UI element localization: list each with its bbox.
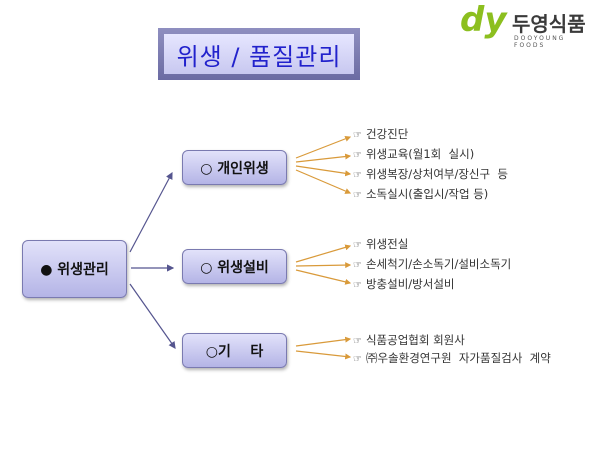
- page-title: 위생 / 품질관리: [158, 28, 360, 80]
- list-item: ☞위생전실: [353, 236, 408, 252]
- list-item: ☞방충설비/방서설비: [353, 276, 454, 292]
- logo-mark: dy: [460, 0, 507, 40]
- list-item: ☞위생교육(월1회 실시): [353, 146, 474, 162]
- root-node: ● 위생관리: [22, 240, 127, 298]
- pointing-hand-icon: ☞: [353, 190, 362, 201]
- item-text: 방충설비/방서설비: [365, 277, 455, 291]
- logo-subtitle: DOOYOUNG FOODS: [514, 35, 566, 49]
- item-text: 위생전실: [365, 237, 409, 251]
- pointing-hand-icon: ☞: [353, 240, 362, 251]
- pointing-hand-icon: ☞: [353, 354, 362, 365]
- item-text: 소독실시(출입시/작업 등): [365, 187, 489, 201]
- list-item: ☞손세척기/손소독기/설비소독기: [353, 256, 511, 272]
- branch-personal-hygiene: ○ 개인위생: [182, 150, 287, 185]
- page-title-text: 위생 / 품질관리: [164, 34, 354, 74]
- item-text: 위생복장/상처여부/장신구 등: [365, 167, 508, 181]
- list-item: ☞소독실시(출입시/작업 등): [353, 186, 488, 202]
- pointing-hand-icon: ☞: [353, 170, 362, 181]
- pointing-hand-icon: ☞: [353, 130, 362, 141]
- pointing-hand-icon: ☞: [353, 336, 362, 347]
- item-text: ㈜우솔환경연구원 자가품질검사 계약: [365, 351, 551, 365]
- list-item: ☞위생복장/상처여부/장신구 등: [353, 166, 508, 182]
- pointing-hand-icon: ☞: [353, 150, 362, 161]
- arrow-to-other: [129, 283, 176, 349]
- item-text: 손세척기/손소독기/설비소독기: [365, 257, 512, 271]
- branch-hygiene-facility: ○ 위생설비: [182, 249, 287, 284]
- pointing-hand-icon: ☞: [353, 280, 362, 291]
- item-text: 위생교육(월1회 실시): [365, 147, 475, 161]
- logo-name: 두영식품: [512, 12, 586, 36]
- list-item: ☞건강진단: [353, 126, 408, 142]
- item-text: 식품공업협회 회원사: [365, 333, 465, 347]
- branch-other: ○기 타: [182, 333, 287, 368]
- list-item: ☞식품공업협회 회원사: [353, 332, 465, 348]
- pointing-hand-icon: ☞: [353, 260, 362, 271]
- company-logo: dy 두영식품 DOOYOUNG FOODS: [460, 0, 595, 49]
- arrow-to-personal: [129, 171, 173, 253]
- item-text: 건강진단: [365, 127, 409, 141]
- list-item: ☞㈜우솔환경연구원 자가품질검사 계약: [353, 350, 551, 366]
